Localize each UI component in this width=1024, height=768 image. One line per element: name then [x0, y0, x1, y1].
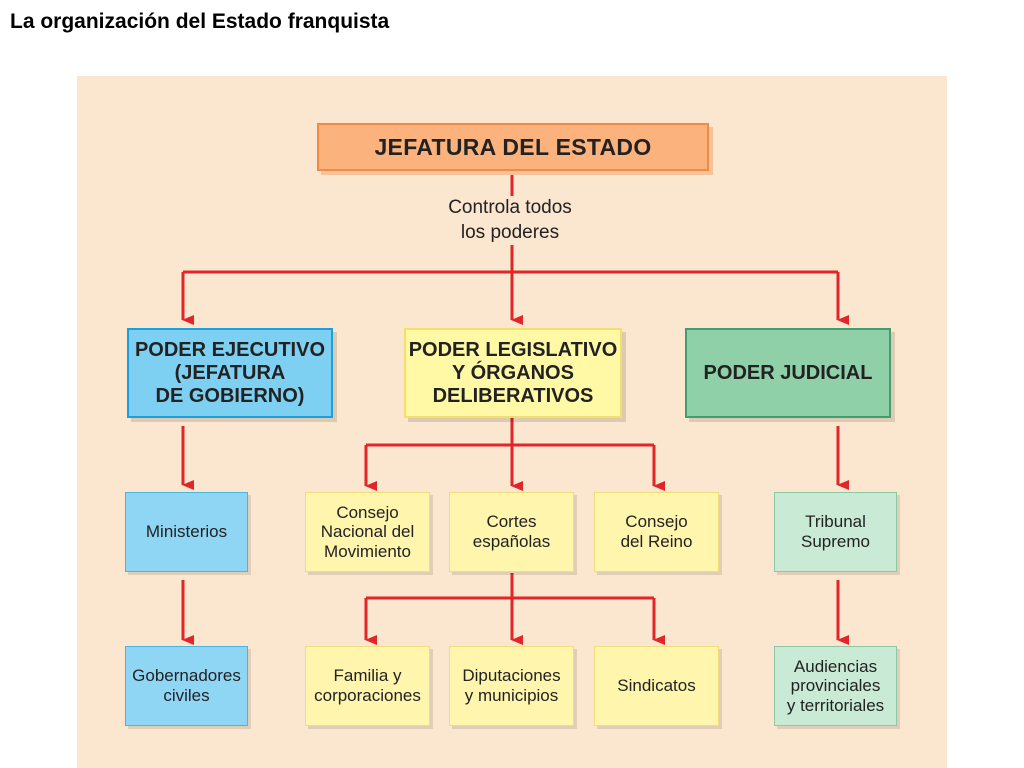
ministries-box: Ministerios: [125, 492, 248, 572]
judicial-power-label: PODER JUDICIAL: [703, 361, 873, 384]
head-of-state-note: Controla todos los poderes: [410, 196, 610, 246]
family-corporations-label: Familia y corporaciones: [314, 666, 421, 705]
audiences-label: Audiencias provinciales y territoriales: [786, 656, 885, 715]
judicial-power-box: PODER JUDICIAL: [685, 328, 891, 418]
council-of-realm-label: Consejo del Reino: [620, 512, 693, 551]
page-title: La organización del Estado franquista: [10, 10, 390, 33]
national-council-box: Consejo Nacional del Movimiento: [305, 492, 430, 572]
audiences-box: Audiencias provinciales y territoriales: [774, 646, 897, 726]
unions-label: Sindicatos: [617, 676, 696, 696]
councils-municipalities-label: Diputaciones y municipios: [462, 666, 561, 705]
head-of-state-label: JEFATURA DEL ESTADO: [374, 133, 652, 160]
national-council-label: Consejo Nacional del Movimiento: [320, 502, 415, 561]
unions-box: Sindicatos: [594, 646, 719, 726]
head-of-state-box: JEFATURA DEL ESTADO: [317, 123, 709, 171]
supreme-court-label: Tribunal Supremo: [801, 512, 870, 551]
legislative-power-box: PODER LEGISLATIVO Y ÓRGANOS DELIBERATIVO…: [404, 328, 622, 418]
civil-governors-label: Gobernadores civiles: [132, 666, 241, 705]
family-corporations-box: Familia y corporaciones: [305, 646, 430, 726]
executive-power-box: PODER EJECUTIVO (JEFATURA DE GOBIERNO): [127, 328, 333, 418]
supreme-court-box: Tribunal Supremo: [774, 492, 897, 572]
cortes-box: Cortes españolas: [449, 492, 574, 572]
ministries-label: Ministerios: [145, 522, 228, 542]
councils-municipalities-box: Diputaciones y municipios: [449, 646, 574, 726]
cortes-label: Cortes españolas: [472, 512, 551, 551]
executive-power-label: PODER EJECUTIVO (JEFATURA DE GOBIERNO): [134, 338, 326, 407]
council-of-realm-box: Consejo del Reino: [594, 492, 719, 572]
civil-governors-box: Gobernadores civiles: [125, 646, 248, 726]
head-of-state-note-text: Controla todos los poderes: [448, 197, 572, 243]
legislative-power-label: PODER LEGISLATIVO Y ÓRGANOS DELIBERATIVO…: [408, 338, 618, 407]
